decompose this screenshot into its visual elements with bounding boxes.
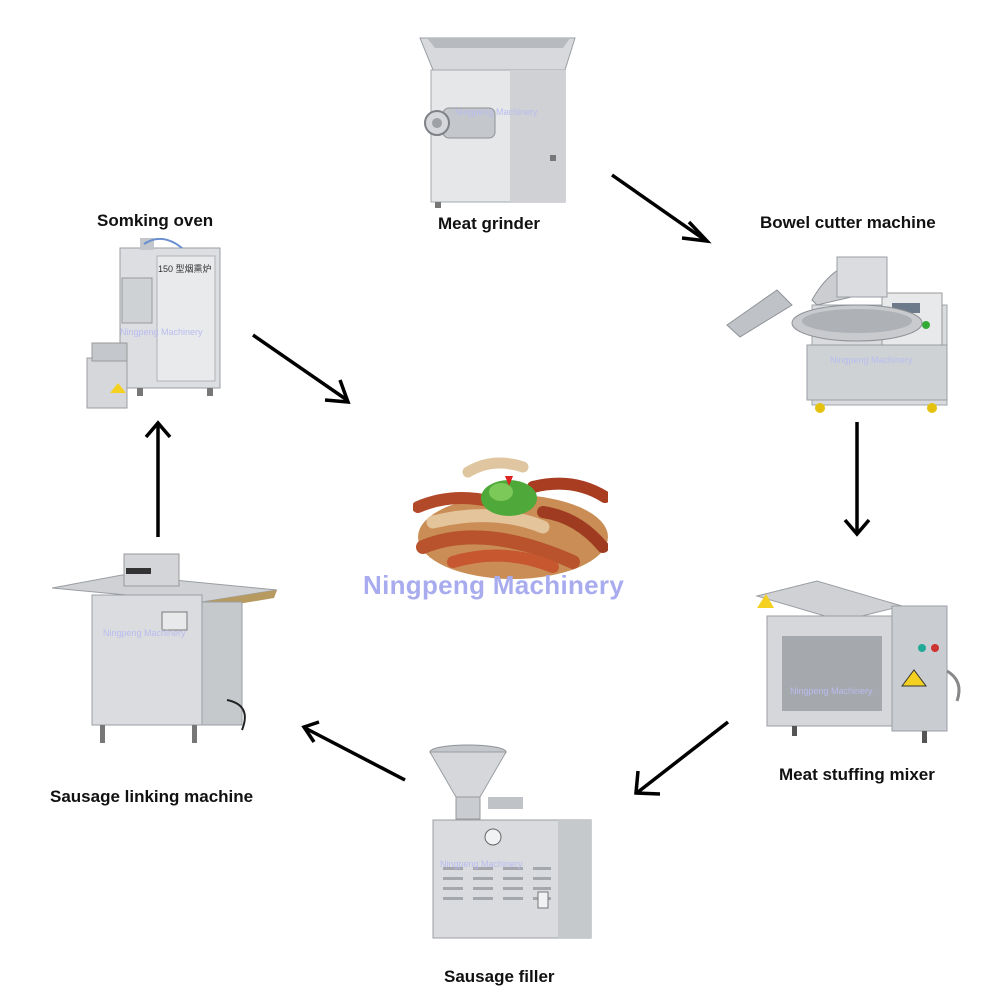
label-meat-grinder: Meat grinder (438, 214, 541, 233)
watermark-filler: Ningpeng Machinery (440, 859, 523, 869)
watermark-center: Ningpeng Machinery (363, 570, 625, 600)
arrow-oven-to-center (252, 333, 348, 402)
arrow-grinder-to-cutter (610, 173, 707, 242)
arrowhead-filler-to-linker (301, 720, 320, 743)
label-smoking-oven: Somking oven (97, 211, 214, 230)
arrowhead-grinder-to-cutter (681, 220, 712, 244)
watermark-cutter: Ningpeng Machinery (830, 355, 913, 365)
sausage-platter-image (413, 452, 608, 582)
watermark-oven: Ningpeng Machinery (120, 327, 203, 337)
label-bowel-cutter: Bowel cutter machine (760, 213, 936, 232)
label-sausage-linking-machine: Sausage linking machine (50, 787, 254, 806)
meat-stuffing-mixer-image (755, 580, 961, 743)
arrowhead-mixer-to-filler (634, 770, 661, 796)
oven-plate: 150 型烟熏炉 (158, 264, 212, 274)
arrow-mixer-to-filler (636, 720, 730, 794)
meat-grinder-image (419, 37, 576, 208)
watermark-linker: Ningpeng Machinery (103, 628, 186, 638)
sausage-filler-image (429, 744, 592, 939)
watermark-grinder: Ningpeng Machinery (455, 107, 538, 117)
watermark-mixer: Ningpeng Machinery (790, 686, 873, 696)
arrowhead-linker-to-oven (144, 420, 172, 439)
smoking-oven-image (86, 238, 221, 409)
label-meat-stuffing-mixer: Meat stuffing mixer (779, 765, 935, 784)
label-sausage-filler: Sausage filler (444, 967, 555, 986)
arrowhead-oven-to-center (324, 379, 351, 404)
arrow-filler-to-linker (304, 726, 406, 782)
bowel-cutter-image (726, 256, 948, 413)
sausage-linking-machine-image (52, 553, 278, 743)
arrowhead-cutter-to-mixer (843, 518, 871, 537)
